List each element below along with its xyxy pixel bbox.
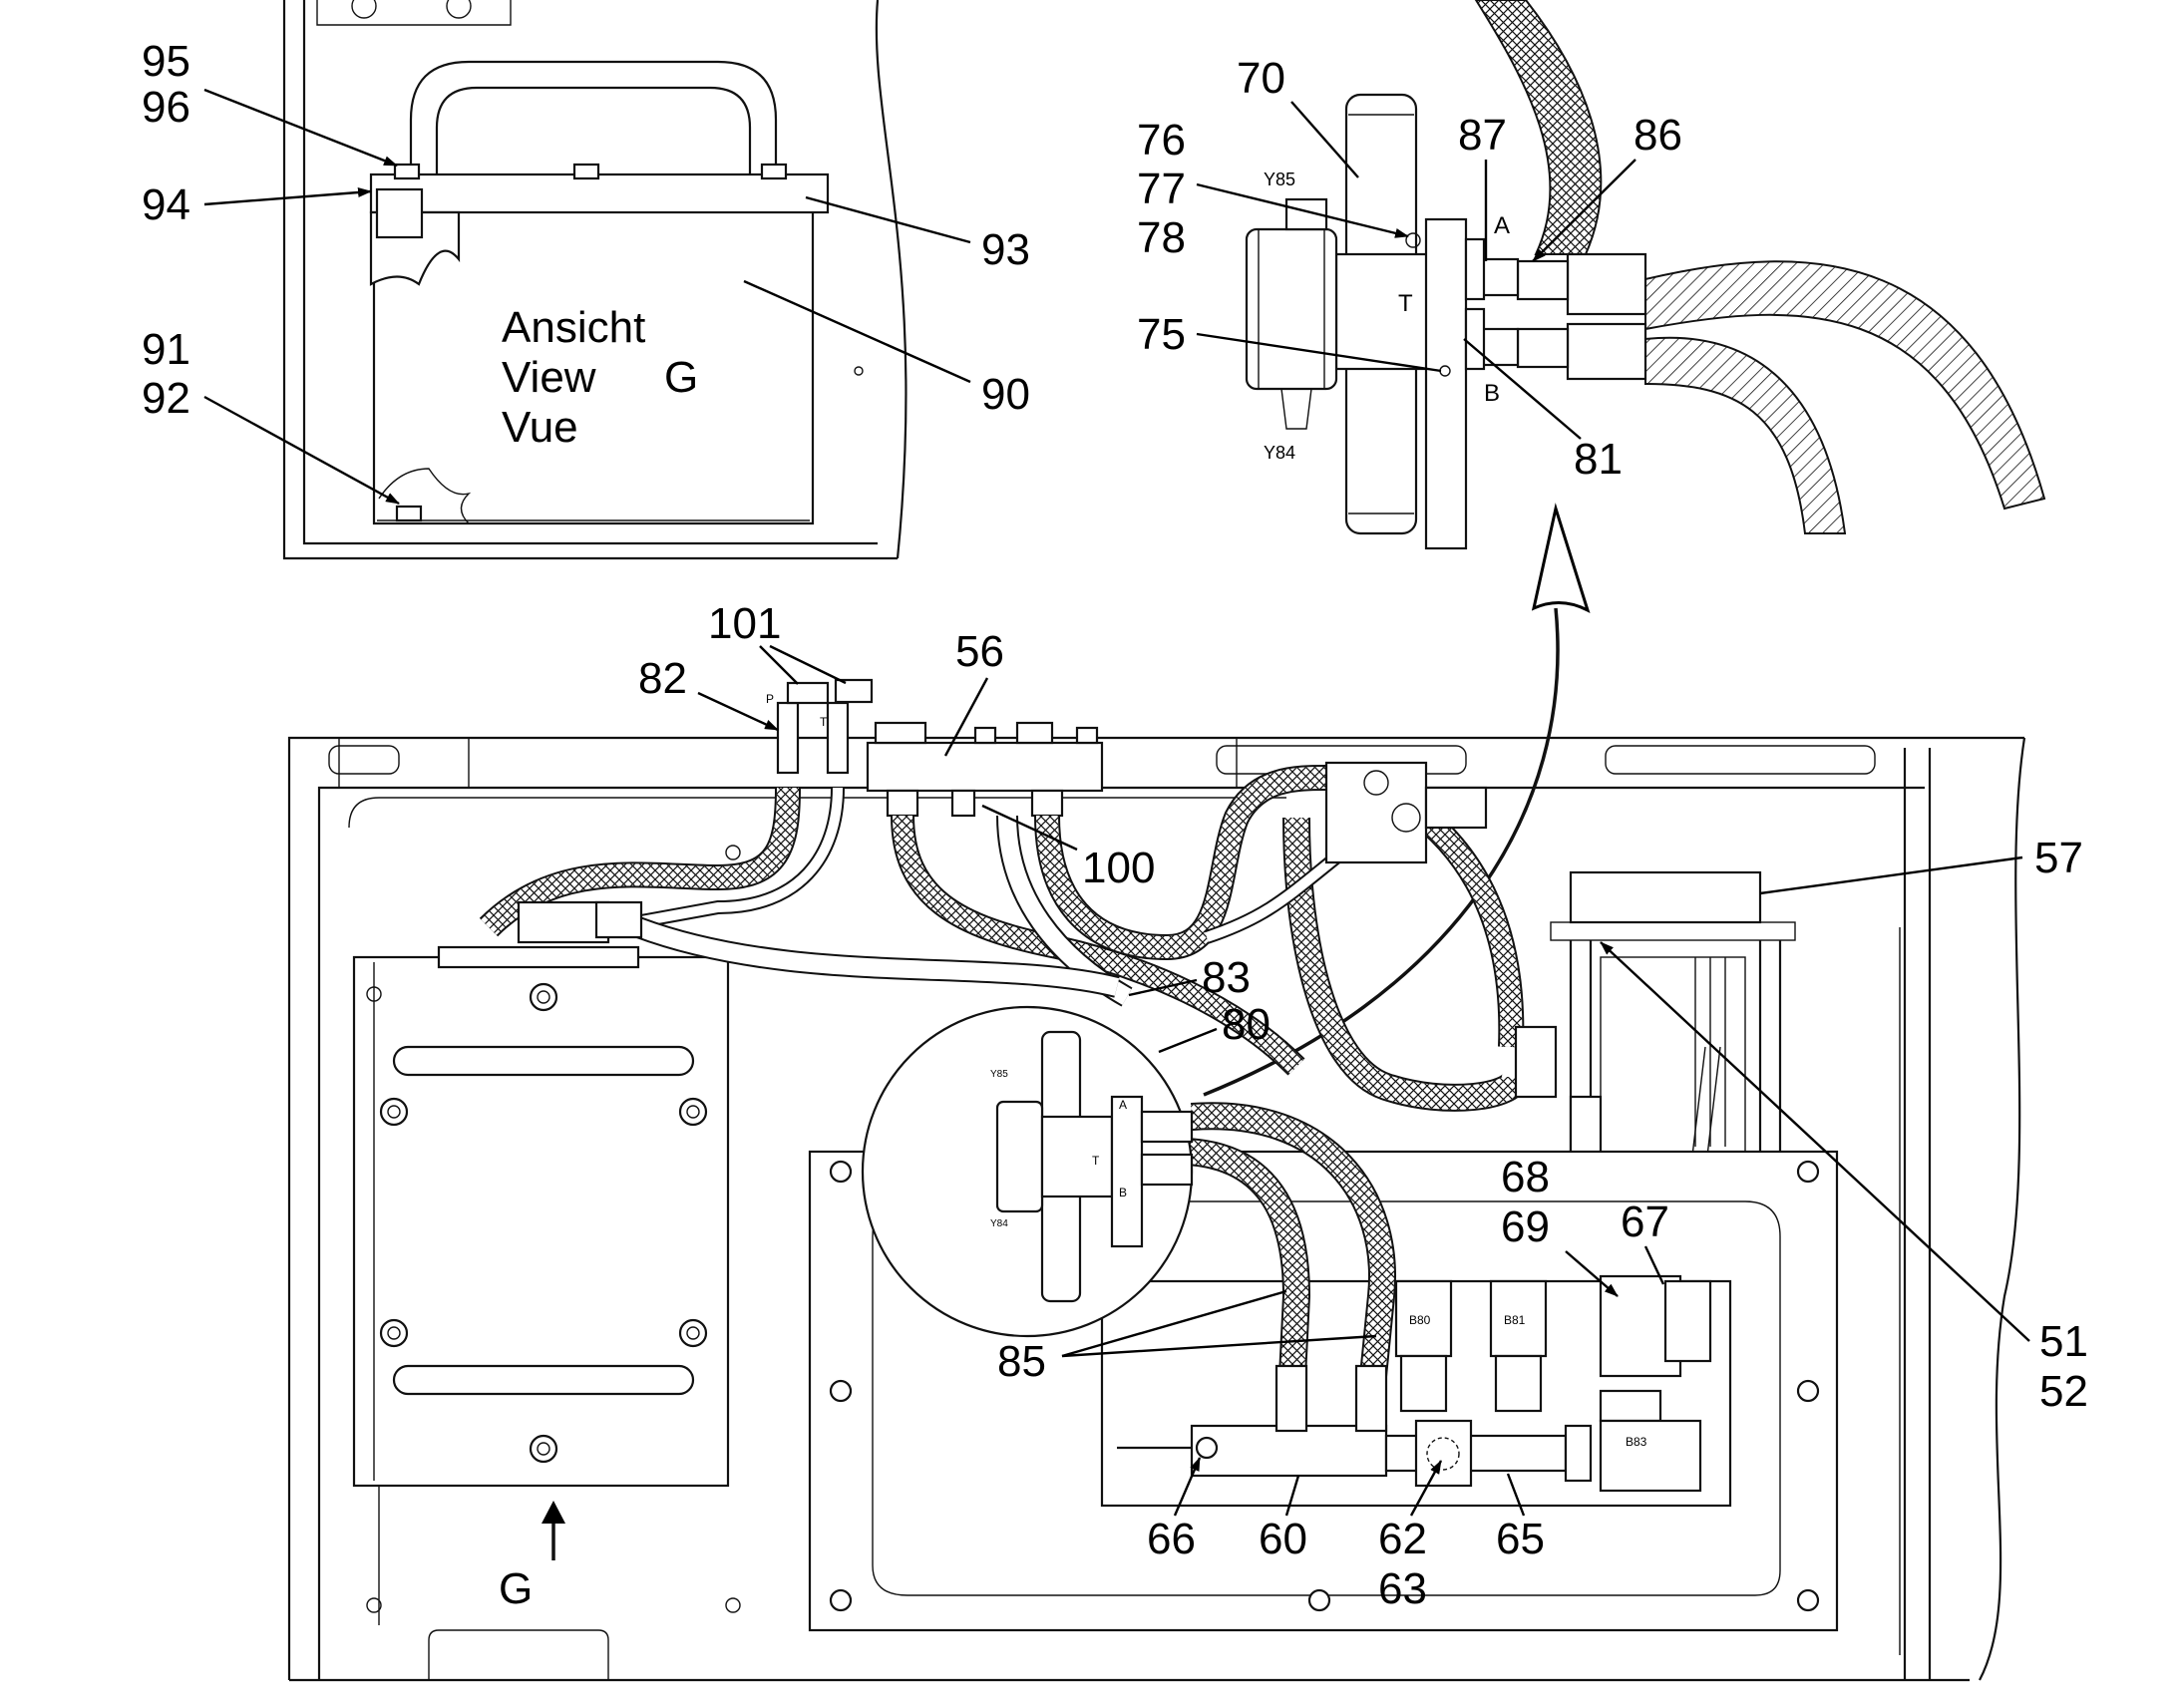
callout-90: 90 <box>981 370 1030 419</box>
callout-75: 75 <box>1137 310 1186 359</box>
view-caption-letter: G <box>664 353 698 402</box>
callout-92: 92 <box>142 374 190 423</box>
callout-100: 100 <box>1082 844 1155 892</box>
callout-60: 60 <box>1259 1515 1307 1563</box>
magnifier-content: T A B Y85 Y84 <box>990 1030 1194 1303</box>
view-caption-line2: View <box>502 353 596 402</box>
plate-bolts <box>366 845 741 1613</box>
callout-93: 93 <box>981 225 1030 274</box>
callout-51: 51 <box>2039 1317 2088 1366</box>
valve-label-y85: Y85 <box>1264 170 1295 189</box>
callout-66: 66 <box>1147 1515 1196 1563</box>
port-label-b-detail: B <box>1484 380 1500 407</box>
port-label-p: P <box>766 692 774 706</box>
callout-96: 96 <box>142 83 190 132</box>
callout-77: 77 <box>1137 165 1186 213</box>
main-assembly-frame: G P T <box>287 678 2026 1682</box>
callout-87: 87 <box>1458 111 1507 160</box>
callout-70: 70 <box>1237 54 1285 103</box>
port-label-t-magnifier: T <box>1092 1154 1100 1168</box>
sensor-label-b83: B83 <box>1626 1435 1647 1449</box>
valve-detail-inset: T A B Y85 Y84 <box>1245 0 2046 550</box>
magnifier-label-y85: Y85 <box>990 1069 1008 1080</box>
callout-76: 76 <box>1137 116 1186 165</box>
view-arrow-label: G <box>499 1564 533 1613</box>
callout-91: 91 <box>142 325 190 374</box>
callout-52: 52 <box>2039 1367 2088 1416</box>
callout-68: 68 <box>1501 1153 1550 1201</box>
view-g-callouts: 95 96 94 93 90 91 92 <box>142 37 1030 506</box>
view-g-inset: Ansicht View G Vue <box>282 0 908 560</box>
callout-62: 62 <box>1378 1515 1427 1563</box>
port-label-a-detail: A <box>1494 212 1510 239</box>
port-label-a-magnifier: A <box>1119 1098 1127 1112</box>
callout-95: 95 <box>142 37 190 86</box>
sensor-label-b80: B80 <box>1409 1313 1431 1327</box>
callout-101: 101 <box>708 599 781 648</box>
valve-label-y84: Y84 <box>1264 443 1295 463</box>
callout-67: 67 <box>1621 1197 1669 1246</box>
callout-86: 86 <box>1634 111 1682 160</box>
valve-detail-callouts: 70 76 77 78 87 86 75 81 <box>1137 54 1682 484</box>
port-label-t-main: T <box>820 715 828 729</box>
callout-82: 82 <box>638 654 687 703</box>
chassis-bolts <box>829 1160 1820 1612</box>
callout-80: 80 <box>1222 1000 1271 1049</box>
callout-69: 69 <box>1501 1202 1550 1251</box>
callout-85: 85 <box>997 1337 1046 1386</box>
magnifier-label-y84: Y84 <box>990 1218 1008 1229</box>
port-label-t-detail: T <box>1398 290 1413 317</box>
callout-56: 56 <box>955 627 1004 676</box>
callout-78: 78 <box>1137 213 1186 262</box>
port-label-b-magnifier: B <box>1119 1186 1127 1199</box>
callout-65: 65 <box>1496 1515 1545 1563</box>
main-callouts: 101 82 56 100 57 83 80 68 69 67 85 51 52… <box>638 599 2088 1613</box>
callout-63: 63 <box>1378 1564 1427 1613</box>
callout-83: 83 <box>1202 953 1251 1002</box>
callout-94: 94 <box>142 180 190 229</box>
callout-81: 81 <box>1574 435 1623 484</box>
sensor-label-b81: B81 <box>1504 1313 1526 1327</box>
view-caption-line3: Vue <box>502 403 578 452</box>
callout-57: 57 <box>2034 834 2083 882</box>
view-caption-line1: Ansicht <box>502 303 645 352</box>
